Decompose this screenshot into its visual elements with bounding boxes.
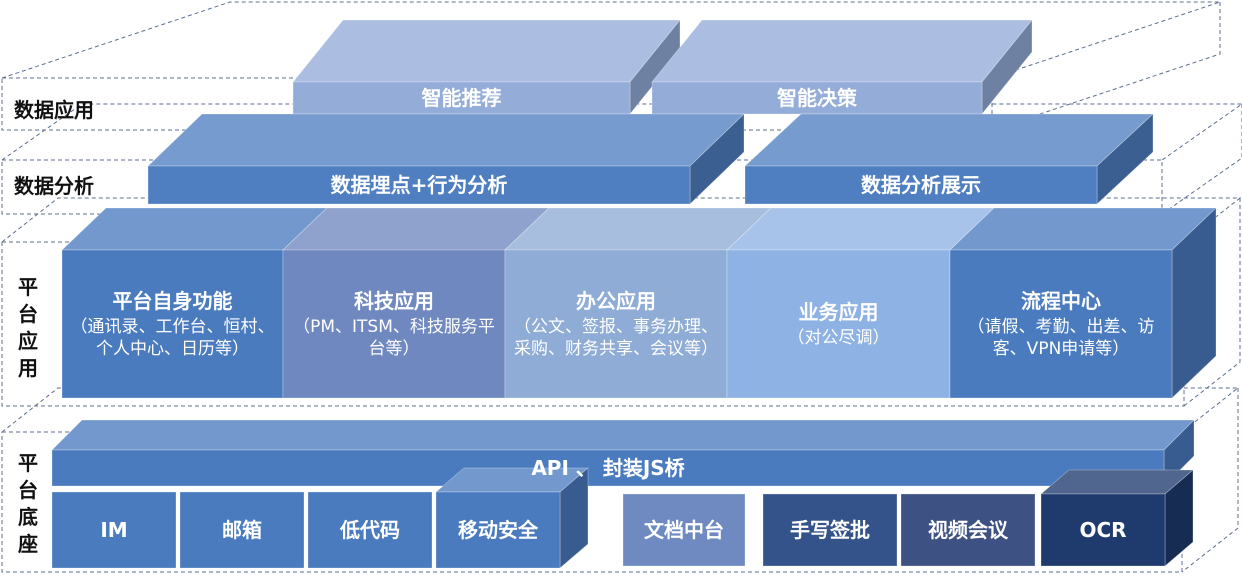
business-app-title: 业务应用: [798, 300, 879, 324]
block-tech-app-top: [282, 207, 550, 251]
vertical-char: 应: [18, 329, 38, 353]
block-video-meeting-front: [900, 493, 1036, 567]
vertical-char: 用: [18, 356, 38, 380]
frame-platform-base-edge: [1181, 388, 1239, 573]
tech-app-card: 科技应用 （PM、ITSM、科技服务平台等）: [289, 250, 499, 398]
layer-label-platform-app: 平台应用: [13, 274, 43, 382]
ocr-label: OCR: [1079, 518, 1127, 542]
vertical-char: 台: [18, 302, 38, 326]
block-office-app-top: [504, 207, 772, 251]
mobile-security-label: 移动安全: [458, 518, 538, 542]
smart-recommend-label: 智能推荐: [421, 86, 502, 110]
block-tracking-analysis-front: [147, 165, 691, 205]
tech-app-desc: （PM、ITSM、科技服务平台等）: [293, 317, 495, 359]
process-center-desc: （请假、考勤、出差、访客、VPN申请等）: [967, 317, 1155, 359]
handwrite-sign-label: 手写签批: [790, 518, 870, 542]
layer-label-platform-base: 平台底座: [13, 450, 43, 558]
im-label: IM: [100, 518, 128, 542]
block-low-code: [307, 491, 433, 569]
block-smart-decision: [651, 18, 1033, 116]
block-data-display: [743, 113, 1155, 205]
block-im: [51, 491, 177, 569]
self-function-desc: （通讯录、工作台、恒村、个人中心、日历等）: [70, 317, 275, 359]
block-ocr-front: [1040, 493, 1166, 567]
process-center-card: 流程中心 （请假、考勤、出差、访客、VPN申请等）: [956, 250, 1166, 398]
block-handwrite-sign-front: [762, 493, 898, 567]
business-app-card: 业务应用 （对公尽调）: [733, 250, 944, 398]
office-app-card: 办公应用 （公文、签报、事务办理、采购、财务共享、会议等）: [511, 250, 721, 398]
vertical-char: 底: [18, 505, 38, 529]
frame-platform-app-edge: [1183, 198, 1241, 407]
tech-app-title: 科技应用: [354, 289, 434, 313]
api-bar-label: API 、 封装JS桥: [531, 456, 685, 480]
block-low-code-front: [307, 491, 433, 569]
self-function-title: 平台自身功能: [112, 289, 233, 313]
block-mailbox-front: [179, 491, 305, 569]
block-video-meeting: [900, 493, 1036, 567]
frame-data-analysis-edge: [1161, 104, 1242, 215]
block-data-display-top: [743, 113, 1155, 167]
block-smart-recommend-top: [292, 19, 681, 83]
block-tracking-analysis: [147, 113, 745, 205]
data-display-label: 数据分析展示: [861, 173, 981, 197]
block-ocr: [1039, 469, 1195, 567]
block-im-front: [51, 491, 177, 569]
self-function-card: 平台自身功能 （通讯录、工作台、恒村、个人中心、日历等）: [68, 250, 277, 398]
block-mobile-security: [434, 467, 590, 569]
layer-label-data-analysis: 数据分析: [14, 174, 94, 198]
block-api-bar: [51, 419, 1195, 487]
vertical-char: 座: [18, 532, 38, 556]
block-api-bar-top: [51, 419, 1195, 451]
smart-decision-label: 智能决策: [777, 86, 857, 110]
vertical-char: 平: [18, 275, 38, 299]
block-mailbox: [179, 491, 305, 569]
frame-data-app-edge: [991, 2, 1221, 131]
mailbox-label: 邮箱: [222, 518, 262, 542]
video-meeting-label: 视频会议: [928, 518, 1008, 542]
tracking-analysis-label: 数据埋点+行为分析: [330, 173, 508, 197]
process-center-title: 流程中心: [1021, 289, 1101, 313]
office-app-desc: （公文、签报、事务办理、采购、财务共享、会议等）: [514, 317, 718, 359]
office-app-title: 办公应用: [576, 289, 656, 313]
frame-data-app-edge: [1, 1, 1221, 79]
doc-center-label: 文档中台: [644, 518, 724, 542]
block-data-display-front: [744, 165, 1098, 205]
block-self-function-top: [61, 207, 328, 251]
block-process-center-top: [949, 207, 1217, 251]
block-handwrite-sign: [762, 493, 898, 567]
block-smart-recommend: [292, 18, 681, 116]
block-process-center: [949, 207, 1217, 399]
vertical-char: 台: [18, 478, 38, 502]
layer-label-data-app: 数据应用: [14, 98, 94, 122]
low-code-label: 低代码: [340, 518, 400, 542]
block-process-center-front: [949, 249, 1173, 399]
block-tracking-analysis-top: [147, 113, 745, 167]
vertical-char: 平: [18, 451, 38, 475]
block-business-app-top: [726, 207, 995, 251]
block-mobile-security-front: [435, 491, 561, 569]
block-doc-center: [622, 493, 746, 567]
block-doc-center-front: [622, 493, 746, 567]
business-app-desc: （对公尽调）: [787, 328, 890, 348]
block-smart-decision-top: [651, 19, 1033, 83]
